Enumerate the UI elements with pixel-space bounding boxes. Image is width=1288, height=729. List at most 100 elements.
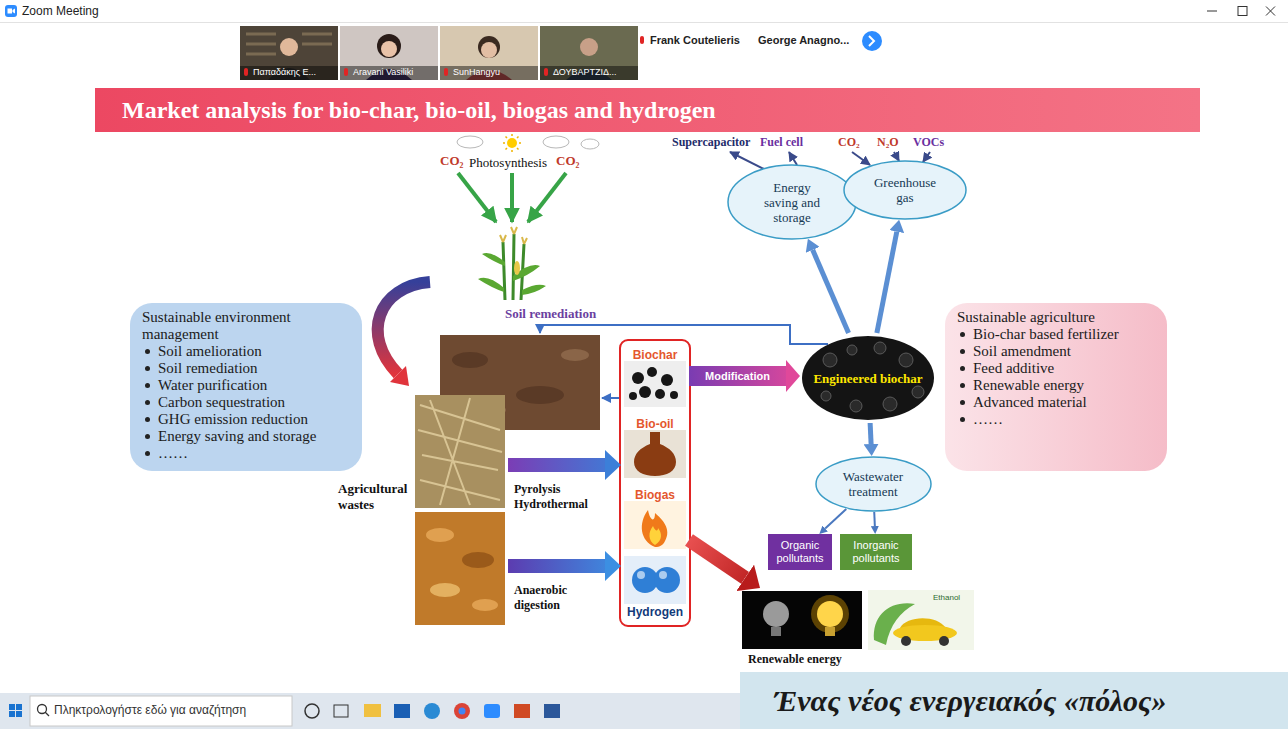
node-content: Greenhouse gas (868, 175, 942, 205)
participant-name: SunHangyu (453, 67, 500, 77)
bullet-text: Bio-char based fertilizer (973, 326, 1119, 343)
bullet-dot (960, 400, 965, 405)
agricultural-waste-photos (415, 395, 505, 625)
bullet-dot (145, 451, 150, 456)
renewable-energy-photos (771, 627, 781, 636)
gas-label: VOCs (913, 135, 944, 150)
video-thumbnails (240, 66, 338, 80)
video-thumbnails (481, 42, 497, 58)
caption-text: Ένας νέος ενεργειακός «πόλος» (774, 684, 1166, 718)
title-band (95, 88, 1200, 132)
crop-plant (503, 234, 524, 300)
participant-name: Aravani Vasiliki (353, 67, 413, 77)
soil-image (561, 349, 589, 361)
video-thumbnails (640, 36, 644, 44)
photosynthesis-arrows (528, 173, 566, 222)
bullet-text: Carbon sequestration (158, 394, 285, 411)
product-photos (632, 372, 644, 384)
product-photos (670, 391, 678, 399)
window-title-bar (1266, 7, 1275, 16)
sun-and-clouds (457, 134, 599, 152)
windows-taskbar (334, 705, 348, 717)
list-row: Soil amelioration (142, 343, 350, 360)
flow-arrow (689, 540, 745, 578)
engineered-biochar: Engineered biochar (800, 333, 936, 423)
video-thumbnails (344, 68, 348, 76)
windows-taskbar (16, 704, 22, 710)
list-row: …… (142, 445, 350, 462)
pollutant-box: Inorganic pollutants (840, 534, 912, 570)
engineered-biochar-image (883, 397, 897, 411)
ellipse-outline (816, 457, 931, 511)
energy-images: Renewable energy (738, 588, 978, 668)
video-thumbnails (444, 68, 448, 76)
bullet-dot (960, 417, 965, 422)
bullet-dot (145, 434, 150, 439)
renewable-energy-photos (763, 601, 789, 627)
output-arrows (789, 152, 797, 165)
video-thumbnails (540, 66, 638, 80)
pollutant-box: Organic pollutants (768, 534, 832, 570)
participant-name: ΔΟΥΒΑΡΤΖΙΔ... (553, 67, 617, 77)
flow-arrow (813, 250, 849, 333)
product-frame (620, 340, 690, 626)
product-item: Biogas (621, 483, 689, 551)
waste-images: Agricultural wastes (338, 393, 508, 627)
flow-arrow (508, 458, 605, 472)
node-content: Biochar (621, 345, 689, 363)
soil-image (452, 352, 488, 368)
output-arrows (730, 152, 764, 169)
renewable-energy-photos (939, 636, 949, 646)
recycle-arrow (390, 366, 409, 386)
crop-plant (514, 261, 520, 275)
bullet-dot (145, 349, 150, 354)
video-thumbnails (869, 36, 874, 46)
window-title-bar (0, 22, 1288, 23)
bullet-dot (960, 383, 965, 388)
window-title-bar (5, 5, 17, 17)
image-caption: Renewable energy (748, 652, 842, 666)
product-name: Biochar (633, 348, 678, 362)
engineered-biochar-image (899, 353, 913, 367)
product-photos (649, 526, 661, 545)
panel-heading: Sustainable agriculture (957, 309, 1095, 325)
windows-taskbar (9, 704, 22, 717)
edge-label: Pyrolysis Hydrothermal (514, 482, 614, 512)
function-ellipse: Wastewater treatment (815, 456, 932, 512)
image-caption: Engineered biochar (813, 371, 922, 387)
bullet-dot (145, 400, 150, 405)
product-photos (659, 571, 667, 579)
output-arrows (852, 152, 870, 165)
product-photos (655, 389, 665, 399)
participant-name: Παπαδάκης Ε... (253, 67, 316, 77)
window-title-bar (1238, 7, 1247, 16)
windows-taskbar (30, 696, 292, 726)
agricultural-waste-photos (472, 599, 498, 611)
bullet-dot (960, 332, 965, 337)
product-photos (661, 374, 673, 386)
list-row: Soil amendment (957, 343, 1155, 360)
flow-arrow (873, 512, 876, 526)
list-row: Bio-char based fertilizer (957, 326, 1155, 343)
panel-heading: Sustainable environment management (142, 309, 291, 342)
video-thumbnails (240, 26, 338, 80)
window-title-bar (1207, 11, 1217, 12)
product-name: Bio-oil (636, 417, 673, 431)
participant-name: George Anagno... (758, 34, 849, 46)
bullet-text: Advanced material (973, 394, 1087, 411)
renewable-energy-photos (817, 601, 843, 627)
ellipse-text: Wastewater treatment (837, 469, 909, 499)
list-row: Carbon sequestration (142, 394, 350, 411)
product-photos (654, 567, 680, 593)
product-item: Hydrogen (621, 554, 689, 622)
list-row: Sustainable environment management (142, 309, 350, 343)
video-thumbnails (381, 41, 397, 57)
sun-and-clouds (507, 138, 517, 148)
list-row: Renewable energy (957, 377, 1155, 394)
agricultural-waste-photos (415, 512, 505, 625)
windows-taskbar (459, 708, 466, 715)
windows-taskbar (484, 704, 500, 718)
list-row: …… (957, 411, 1155, 428)
ellipse-text: Greenhouse gas (868, 175, 942, 205)
process-label: Photosynthesis (469, 155, 547, 171)
